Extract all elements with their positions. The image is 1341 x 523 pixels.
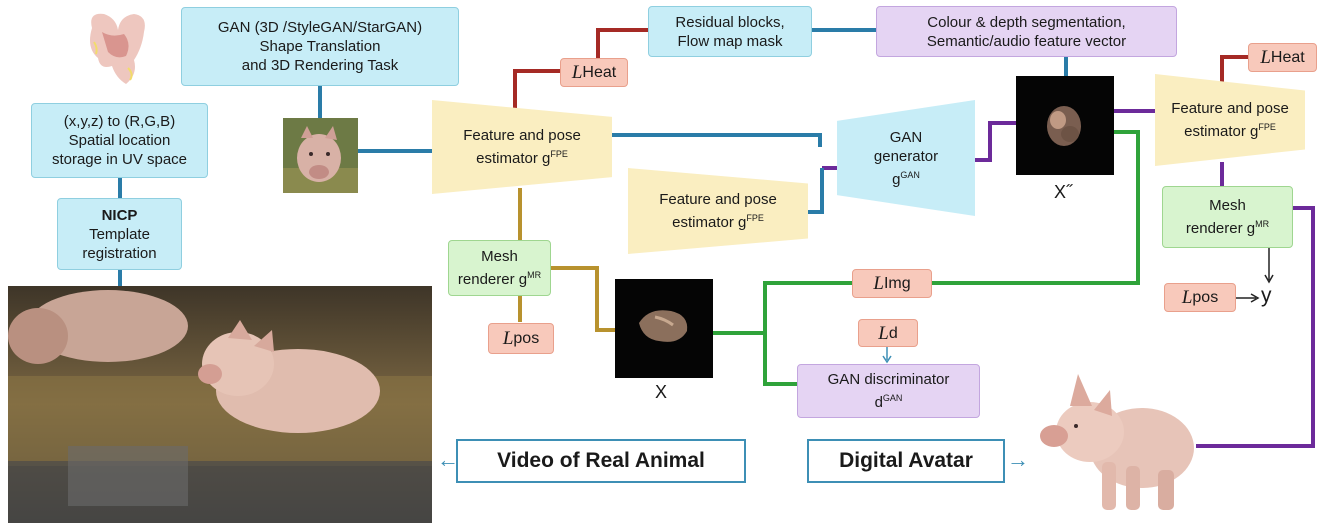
- wire-mesh-to-avatar: [1196, 206, 1315, 448]
- mesh-left-line1: Mesh: [481, 248, 518, 265]
- residual-blocks-box: Residual blocks, Flow map mask: [648, 6, 812, 57]
- mesh-right-line1: Mesh: [1209, 197, 1246, 214]
- loss-symbol: L: [878, 322, 889, 344]
- pig-input-image: [283, 118, 358, 193]
- video-label: Video of Real Animal: [456, 439, 746, 483]
- mesh-right-line2: renderer g: [1185, 220, 1256, 237]
- mesh-renderer-right: Mesh renderer gMR: [1162, 186, 1293, 248]
- nicp-title: NICP: [101, 206, 138, 224]
- wire-heat-to-fpe: [513, 69, 560, 110]
- nicp-box: NICP Template registration: [57, 198, 182, 270]
- uv-storage-line2: Spatial location: [68, 132, 171, 149]
- fpe-main-sup: FPE: [550, 149, 568, 159]
- fpe-right-box: Feature and pose estimator gFPE: [1155, 74, 1305, 166]
- gan-generator-line1: GAN: [889, 128, 923, 146]
- segmentation-box: Colour & depth segmentation, Semantic/au…: [876, 6, 1177, 57]
- loss-d-text: d: [888, 324, 898, 342]
- fpe-main-box: Feature and pose estimator gFPE: [432, 100, 612, 194]
- gan-tasks-box: GAN (3D /StyleGAN/StarGAN) Shape Transla…: [181, 7, 459, 86]
- fpe-main-line2: estimator g: [476, 150, 551, 167]
- fpe-lower-box: Feature and pose estimator gFPE: [628, 168, 808, 254]
- loss-heat-right-text: Heat: [1270, 49, 1305, 66]
- gan-generator-line3: g: [892, 170, 901, 188]
- loss-heat-left-text: Heat: [582, 64, 617, 81]
- fpe-right-line2: estimator g: [1184, 123, 1259, 140]
- nicp-line3: registration: [82, 244, 157, 262]
- uv-texture-image: [82, 8, 152, 88]
- right-arrow-icon: →: [1007, 447, 1029, 472]
- x-label: X: [655, 382, 668, 402]
- segmentation-line1: Colour & depth segmentation,: [927, 13, 1126, 31]
- gan-discriminator-sup: GAN: [882, 393, 903, 403]
- nicp-line2: Template: [89, 225, 150, 243]
- residual-line1: Residual blocks,: [675, 13, 785, 31]
- fpe-lower-sup: FPE: [746, 213, 764, 223]
- mesh-right-sup: MR: [1255, 219, 1270, 229]
- xdd-image: [1016, 76, 1114, 175]
- fpe-lower-line2: estimator g: [672, 214, 747, 231]
- gan-tasks-line2: Shape Translation: [259, 38, 381, 55]
- segmentation-line2: Semantic/audio feature vector: [926, 32, 1127, 50]
- uv-storage-line3: storage in UV space: [51, 151, 188, 168]
- mesh-left-sup: MR: [527, 270, 542, 280]
- uv-storage-box: (x,y,z) to (R,G,B) Spatial location stor…: [31, 103, 208, 178]
- loss-symbol: L: [1260, 47, 1271, 68]
- wire-mesh-to-x: [551, 266, 615, 332]
- x-image: [615, 279, 713, 378]
- wire-junction-disc: [763, 333, 797, 386]
- fpe-main-line1: Feature and pose: [463, 127, 581, 144]
- y-label: y: [1261, 284, 1272, 307]
- residual-line2: Flow map mask: [677, 32, 783, 50]
- uv-storage-line1: (x,y,z) to (R,G,B): [63, 113, 176, 130]
- gan-tasks-line3: and 3D Rendering Task: [241, 57, 399, 74]
- gan-discriminator-box: GAN discriminator dGAN: [797, 364, 980, 418]
- loss-pos-left-text: pos: [513, 330, 540, 347]
- fpe-right-sup: FPE: [1258, 122, 1276, 132]
- left-arrow-icon: ←: [437, 447, 459, 472]
- fpe-lower-line1: Feature and pose: [659, 191, 777, 208]
- loss-img-text: Img: [883, 275, 911, 292]
- gan-discriminator-line2: d: [874, 394, 883, 411]
- loss-symbol: L: [873, 273, 884, 294]
- loss-symbol: L: [571, 62, 583, 83]
- loss-symbol: L: [1181, 287, 1193, 308]
- gan-generator-sup: GAN: [900, 169, 920, 180]
- mesh-left-line2: renderer g: [457, 271, 528, 288]
- mesh-renderer-left: Mesh renderer gMR: [448, 240, 551, 296]
- gan-generator-line2: generator: [873, 147, 939, 165]
- loss-symbol: L: [502, 328, 514, 349]
- wire-lower-fpe: [808, 168, 824, 214]
- digital-avatar-image: [1030, 366, 1200, 518]
- xdd-label: X˝: [1054, 182, 1072, 202]
- avatar-label: Digital Avatar: [807, 439, 1005, 483]
- wire-fpe-to-generator: [612, 133, 822, 147]
- wire-img-to-xdd: [932, 130, 1140, 285]
- real-pig-photo: [8, 286, 432, 523]
- gan-discriminator-line1: GAN discriminator: [827, 371, 950, 388]
- loss-pos-right-text: pos: [1192, 289, 1219, 306]
- fpe-right-line1: Feature and pose: [1171, 100, 1289, 117]
- gan-generator-box: GAN generator gGAN: [837, 100, 975, 216]
- wire-junction-img: [763, 281, 852, 333]
- gan-tasks-line1: GAN (3D /StyleGAN/StarGAN): [217, 19, 423, 36]
- wire-generator-to-xdd: [975, 121, 1016, 162]
